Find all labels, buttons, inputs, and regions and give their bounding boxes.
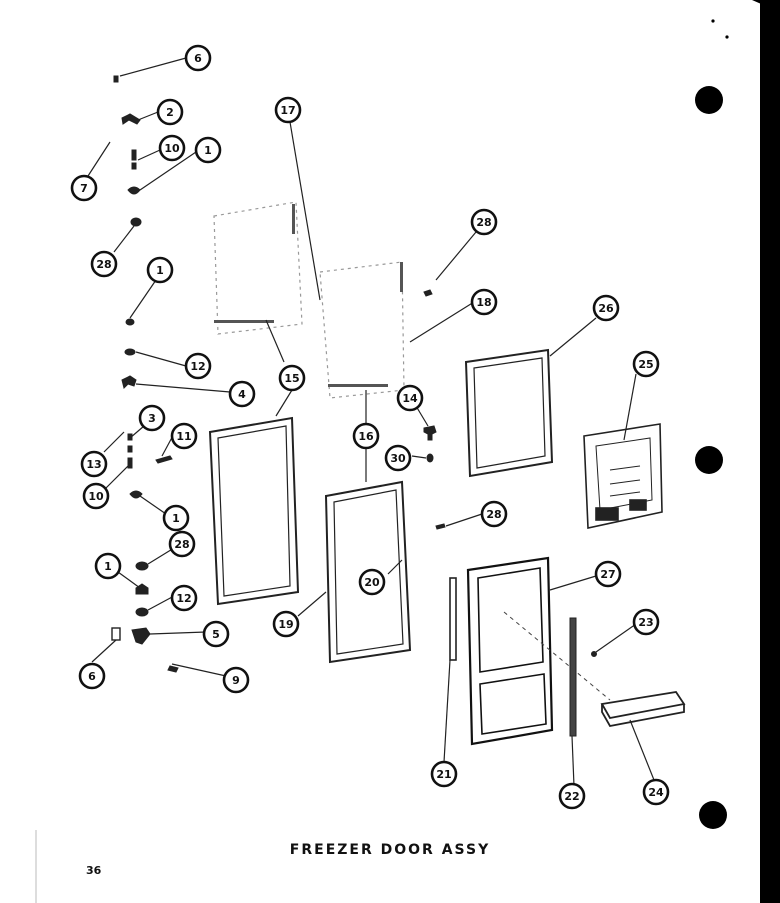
callout-22: 22 [558, 782, 586, 810]
callout-28-upper-right: 28 [470, 208, 498, 236]
diagram-title: FREEZER DOOR ASSY [289, 842, 491, 858]
svg-text:11: 11 [176, 430, 191, 443]
svg-text:9: 9 [232, 674, 240, 687]
svg-text:27: 27 [600, 568, 615, 581]
callout-12-bottom: 12 [170, 584, 198, 612]
callout-1-mid: 1 [146, 256, 174, 284]
svg-text:3: 3 [148, 412, 156, 425]
svg-text:28: 28 [486, 508, 501, 521]
binding-hole-bottom [699, 801, 727, 829]
svg-text:19: 19 [278, 618, 293, 631]
callout-9: 9 [222, 666, 250, 694]
door-shelf [600, 691, 686, 728]
lower-hinge-parts [111, 433, 179, 673]
svg-text:22: 22 [564, 790, 579, 803]
callout-28-lower-left: 28 [168, 530, 196, 558]
callout-20: 20 [358, 568, 386, 596]
callout-12-top: 12 [184, 352, 212, 380]
binding-hole-top [695, 86, 723, 114]
svg-text:13: 13 [86, 458, 101, 471]
callout-14: 14 [396, 384, 424, 412]
svg-text:10: 10 [88, 490, 104, 503]
svg-text:16: 16 [358, 430, 374, 443]
inner-panel [464, 348, 554, 478]
callout-21: 21 [430, 760, 458, 788]
svg-text:23: 23 [638, 616, 653, 629]
callout-28-upper-left: 28 [90, 250, 118, 278]
callout-30: 30 [384, 444, 412, 472]
callout-10-bottom: 10 [82, 482, 110, 510]
svg-text:1: 1 [156, 264, 164, 277]
hinge-strip-left [449, 577, 457, 661]
door-liner-frame [208, 416, 300, 606]
svg-text:1: 1 [204, 144, 212, 157]
callout-11: 11 [170, 422, 198, 450]
callout-4: 4 [228, 380, 256, 408]
svg-text:20: 20 [364, 576, 380, 589]
outer-door [466, 556, 554, 746]
page-edge-strip [760, 0, 780, 903]
callout-5: 5 [202, 620, 230, 648]
upper-hinge-parts [113, 75, 142, 389]
svg-text:14: 14 [402, 392, 418, 405]
svg-text:28: 28 [96, 258, 111, 271]
svg-text:21: 21 [436, 768, 451, 781]
svg-text:26: 26 [598, 302, 614, 315]
svg-text:12: 12 [190, 360, 205, 373]
svg-text:24: 24 [648, 786, 664, 799]
svg-text:1: 1 [172, 512, 180, 525]
callout-6-top: 6 [184, 44, 212, 72]
callout-3: 3 [138, 404, 166, 432]
leader-lines [87, 57, 655, 787]
callout-19: 19 [272, 610, 300, 638]
binding-hole-middle [695, 446, 723, 474]
svg-text:30: 30 [390, 452, 406, 465]
callout-17: 17 [274, 96, 302, 124]
callout-24: 24 [642, 778, 670, 806]
callout-7: 7 [70, 174, 98, 202]
callout-28-right: 28 [480, 500, 508, 528]
handle-strip [569, 617, 577, 737]
svg-text:28: 28 [174, 538, 189, 551]
callout-18: 18 [470, 288, 498, 316]
svg-text:25: 25 [638, 358, 653, 371]
callout-1-bottom: 1 [94, 552, 122, 580]
callout-26: 26 [592, 294, 620, 322]
svg-text:6: 6 [88, 670, 96, 683]
svg-text:18: 18 [476, 296, 491, 309]
callout-25: 25 [632, 350, 660, 378]
callout-2: 2 [156, 98, 184, 126]
callout-16: 16 [352, 422, 380, 450]
page-number: 36 [86, 864, 102, 877]
svg-text:5: 5 [212, 628, 220, 641]
callout-13: 13 [80, 450, 108, 478]
svg-text:12: 12 [176, 592, 191, 605]
svg-text:4: 4 [238, 388, 246, 401]
callout-27: 27 [594, 560, 622, 588]
door-gasket [324, 480, 412, 664]
shelf-bracket [583, 423, 663, 529]
svg-text:7: 7 [80, 182, 88, 195]
svg-text:2: 2 [166, 106, 174, 119]
svg-text:17: 17 [280, 104, 295, 117]
svg-text:1: 1 [104, 560, 112, 573]
svg-text:28: 28 [476, 216, 491, 229]
callout-1-top: 1 [194, 136, 222, 164]
callout-23: 23 [632, 608, 660, 636]
callout-6-bottom: 6 [78, 662, 106, 690]
callout-10-top: 10 [158, 134, 186, 162]
svg-text:15: 15 [284, 372, 299, 385]
callout-15: 15 [278, 364, 306, 392]
svg-text:6: 6 [194, 52, 202, 65]
svg-text:10: 10 [164, 142, 180, 155]
callout-1-lower: 1 [162, 504, 190, 532]
